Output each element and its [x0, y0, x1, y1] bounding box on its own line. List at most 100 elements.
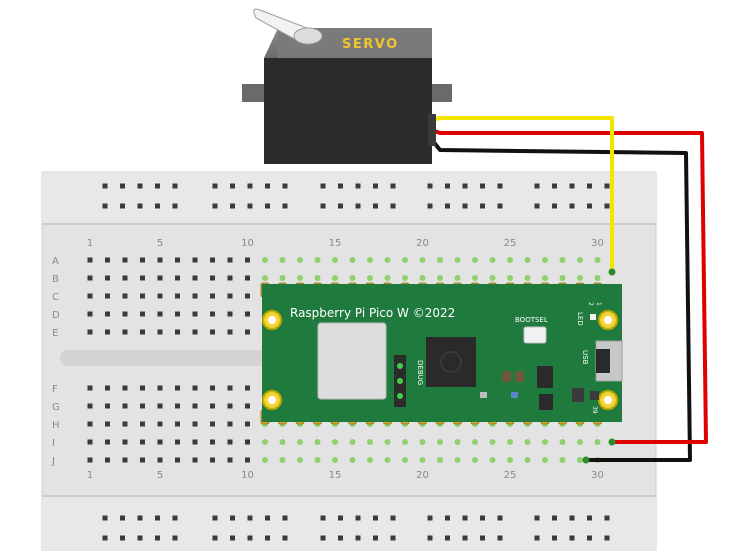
terminal-hole — [87, 275, 93, 281]
rail-hole — [155, 535, 160, 541]
terminal-hole — [210, 293, 215, 299]
servo-label: SERVO — [342, 37, 399, 52]
connected-hole — [384, 457, 391, 463]
connected-hole — [367, 257, 373, 263]
terminal-hole — [105, 421, 110, 427]
rail-hole — [282, 183, 288, 189]
terminal-hole — [175, 293, 180, 299]
terminal-hole — [87, 311, 93, 317]
rail-hole — [102, 515, 108, 521]
terminal-hole — [210, 457, 215, 463]
terminal-hole — [140, 421, 145, 427]
flash-chip — [537, 366, 553, 388]
rail-hole — [172, 183, 178, 189]
connected-hole — [367, 457, 373, 463]
terminal-hole — [245, 439, 250, 445]
rail-hole — [230, 203, 235, 209]
terminal-hole — [122, 457, 128, 463]
terminal-hole — [192, 329, 198, 335]
rail-hole — [534, 203, 540, 209]
pin-1-label: 1 — [595, 302, 602, 306]
connected-hole — [349, 275, 356, 281]
wire-signal-end — [608, 268, 616, 276]
led-label: LED — [576, 312, 584, 326]
connected-hole — [262, 439, 268, 445]
connected-hole — [349, 457, 356, 463]
terminal-hole — [210, 421, 215, 427]
rail-hole — [137, 203, 143, 209]
rail-hole — [338, 535, 343, 541]
rail-hole — [230, 535, 235, 541]
rail-hole — [265, 203, 270, 209]
pin-39-label: 39 — [591, 406, 598, 414]
rail-hole — [137, 183, 143, 189]
rail-hole — [373, 183, 378, 189]
wire-power[interactable] — [431, 128, 708, 444]
rail-hole — [137, 515, 143, 521]
rail-hole — [320, 183, 326, 189]
column-number: 15 — [329, 470, 342, 481]
rail-hole — [230, 515, 235, 521]
rail-hole — [497, 515, 503, 521]
connected-hole — [577, 439, 583, 445]
terminal-hole — [105, 293, 110, 299]
terminal-hole — [192, 421, 198, 427]
rail-hole — [427, 203, 433, 209]
rail-hole — [265, 515, 270, 521]
rail-hole — [569, 183, 575, 189]
terminal-hole — [157, 457, 163, 463]
rail-hole — [355, 203, 361, 209]
connected-hole — [402, 439, 408, 445]
rail-hole — [604, 203, 610, 209]
connected-hole — [489, 439, 496, 445]
connected-hole — [262, 275, 268, 281]
connected-hole — [454, 439, 461, 445]
rail-hole — [445, 535, 450, 541]
rail-hole — [102, 203, 108, 209]
terminal-hole — [122, 329, 128, 335]
connected-hole — [577, 275, 583, 281]
rail-hole — [265, 183, 270, 189]
wire-ground-end — [582, 456, 590, 464]
terminal-hole — [87, 257, 93, 263]
connected-hole — [384, 275, 391, 281]
connected-hole — [279, 439, 286, 445]
servo-shaft — [293, 27, 323, 45]
column-number: 1 — [87, 470, 93, 481]
connected-hole — [542, 439, 548, 445]
connected-hole — [419, 439, 426, 445]
terminal-hole — [87, 421, 93, 427]
connected-hole — [542, 275, 548, 281]
terminal-holes — [87, 257, 601, 463]
rail-hole — [552, 535, 557, 541]
terminal-hole — [227, 385, 233, 391]
row-label: C — [52, 292, 59, 303]
row-label: I — [52, 438, 55, 449]
rail-hole — [137, 535, 143, 541]
connected-hole — [454, 457, 461, 463]
terminal-hole — [157, 421, 163, 427]
terminal-hole — [140, 329, 145, 335]
connected-hole — [594, 439, 601, 445]
rail-hole — [338, 183, 343, 189]
rail-hole — [265, 535, 270, 541]
column-number: 5 — [157, 238, 163, 249]
rail-hole — [497, 183, 503, 189]
terminal-hole — [210, 329, 215, 335]
connected-hole — [524, 457, 531, 463]
connected-hole — [559, 439, 566, 445]
terminal-hole — [175, 439, 180, 445]
terminal-hole — [245, 457, 250, 463]
terminal-hole — [245, 293, 250, 299]
terminal-hole — [210, 439, 215, 445]
connected-hole — [489, 275, 496, 281]
connected-hole — [489, 457, 496, 463]
connected-hole — [594, 275, 601, 281]
wire-ground[interactable] — [430, 138, 692, 462]
board-title: Raspberry Pi Pico W ©2022 — [290, 306, 455, 320]
connected-hole — [489, 257, 496, 263]
connected-hole — [524, 257, 531, 263]
terminal-hole — [105, 403, 110, 409]
bootsel-button[interactable] — [523, 326, 547, 344]
